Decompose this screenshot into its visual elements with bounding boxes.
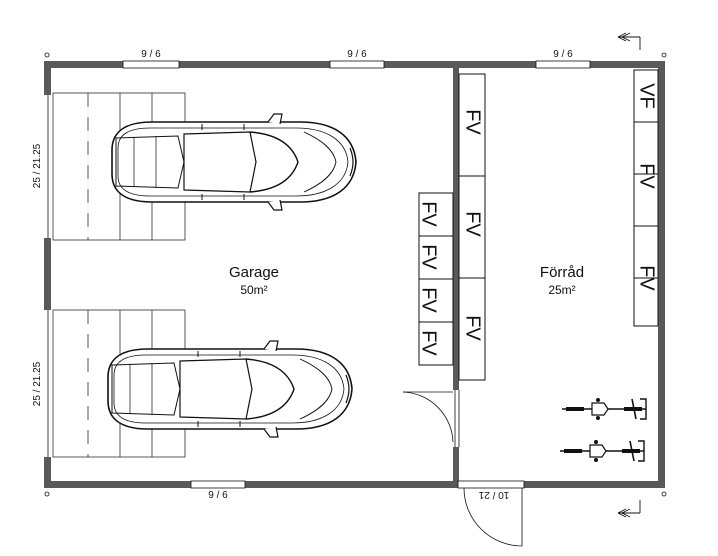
dim-garage-door-upper: 25 / 21.25 [32,143,43,188]
bicycle-lower [559,439,645,463]
shelf-label: FV [462,315,484,341]
car-upper [111,113,357,211]
dim-window-top-right: 9 / 6 [553,49,573,60]
shelf-labels: FV FV FV FV FV FV FV VF FV FV [418,83,658,356]
shelf-label: FV [418,244,440,270]
room-area-garage: 50m² [240,283,267,297]
shelf-label: FV [462,211,484,237]
shelves-right-wall [633,69,659,327]
shelf-label-alt: VF [636,83,658,109]
shelf-label: FV [636,163,658,189]
shelf-label: FV [636,265,658,291]
outer-walls [44,61,665,488]
shelf-label: FV [418,330,440,356]
section-arrow-top [617,32,641,50]
exterior-door [457,480,525,547]
room-name-storage: Förråd [540,264,584,281]
bicycle-upper [561,397,647,421]
car-lower [107,340,353,438]
section-arrow-bottom [617,500,641,518]
dim-window-bottom: 9 / 6 [208,490,228,501]
shelf-label: FV [418,201,440,227]
shelf-label: FV [462,109,484,135]
interior-door [402,390,460,447]
room-area-storage: 25m² [548,283,575,297]
windows [122,60,591,489]
shelves-center-left [418,192,454,366]
dim-door-bottom: 10 / 21 [478,489,509,500]
dim-window-top-middle: 9 / 6 [347,49,367,60]
shelf-label: FV [418,287,440,313]
corner-markers [44,52,667,497]
room-name-garage: Garage [229,264,279,281]
dim-window-top-left: 9 / 6 [141,49,161,60]
dim-garage-door-lower: 25 / 21.25 [32,361,43,406]
shelves-center-right [458,73,486,381]
